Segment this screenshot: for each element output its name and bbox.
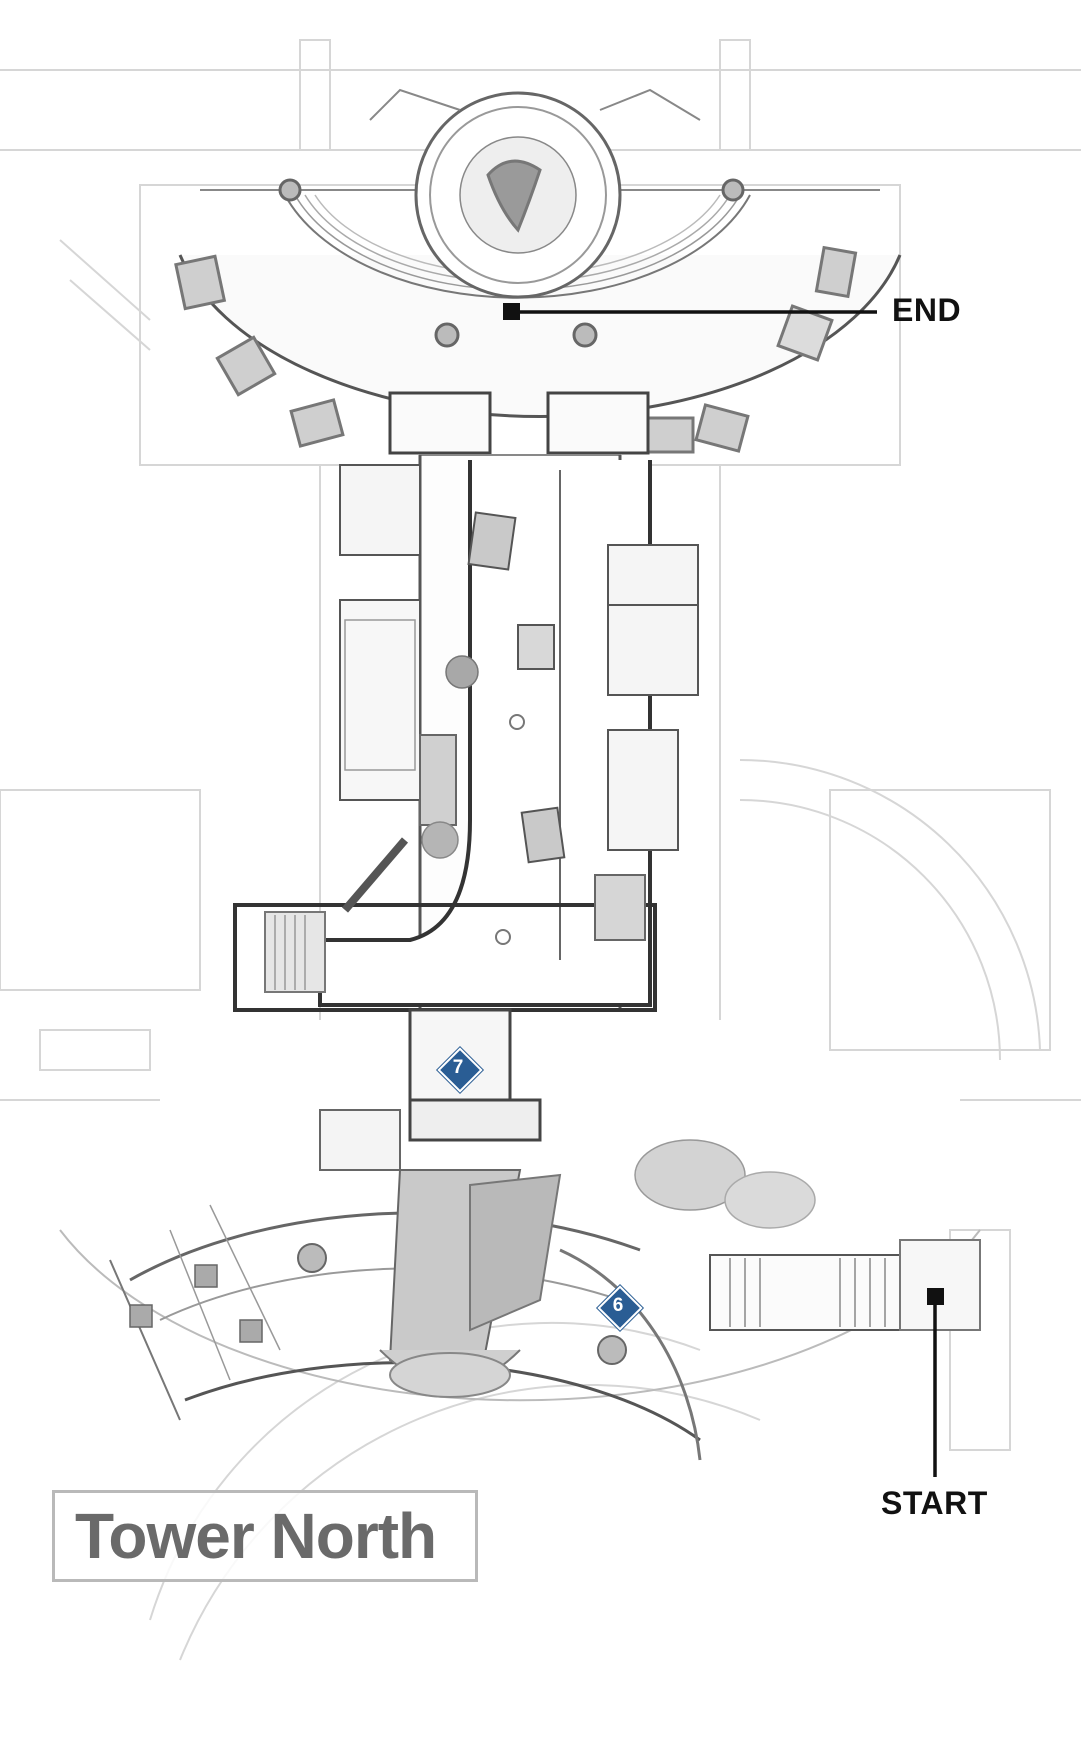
waypoint-7-number: 7 <box>452 1057 464 1078</box>
central-hall <box>233 454 699 1012</box>
start-callout <box>927 1288 944 1477</box>
end-label: END <box>892 292 962 328</box>
upper-plaza <box>174 88 902 455</box>
start-point-marker <box>927 1288 944 1305</box>
start-label: START <box>881 1485 988 1521</box>
narrow-passage <box>319 1008 542 1171</box>
map-title-box: Tower North <box>52 1490 478 1582</box>
lower-plaza <box>59 1139 981 1461</box>
waypoint-7-marker[interactable]: 7 <box>437 1047 483 1093</box>
end-point-marker <box>503 303 520 320</box>
waypoint-6-number: 6 <box>612 1295 624 1316</box>
waypoint-6-marker[interactable]: 6 <box>597 1285 643 1331</box>
end-callout <box>503 303 877 320</box>
map-title: Tower North <box>75 1500 437 1572</box>
